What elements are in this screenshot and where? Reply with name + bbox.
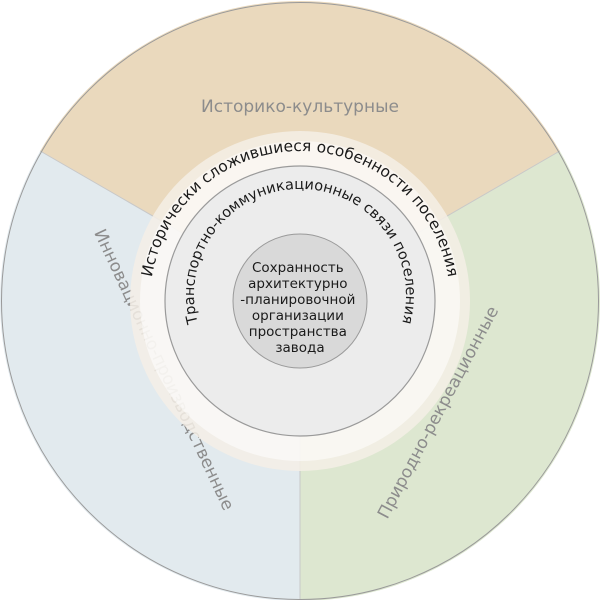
core-line: -планировочной — [240, 292, 355, 308]
core-text: Сохранность архитектурно -планировочной … — [240, 260, 359, 356]
core-line: организации — [252, 308, 344, 324]
core-line: архитектурно — [248, 276, 347, 292]
core-circle — [232, 233, 368, 369]
label-historical-cultural: Историко-культурные — [201, 97, 399, 117]
core-line: завода — [275, 340, 324, 356]
core-line: Сохранность — [252, 260, 344, 276]
core-line: пространства — [249, 324, 347, 340]
